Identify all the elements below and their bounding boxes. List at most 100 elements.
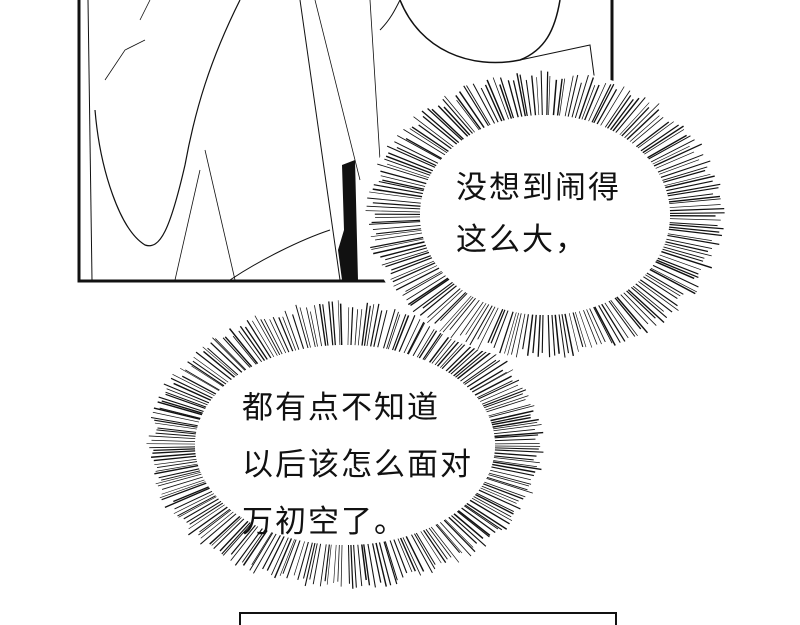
spike-line	[589, 308, 606, 343]
spike-line	[481, 387, 523, 405]
spike-line	[564, 75, 574, 117]
spike-line	[370, 229, 422, 238]
spike-line	[435, 524, 461, 553]
spike-line	[159, 481, 206, 499]
spike-line	[493, 428, 535, 435]
burst-bubble-2	[145, 300, 545, 590]
spike-line	[377, 163, 429, 181]
spike-line	[490, 469, 531, 481]
spike-line	[499, 84, 513, 119]
spike-line	[437, 105, 469, 137]
spike-line	[662, 166, 708, 181]
bottom-panel-edge	[239, 612, 617, 625]
spike-line	[413, 533, 436, 570]
spike-line	[442, 296, 474, 333]
spike-line	[481, 485, 519, 502]
spike-line	[422, 283, 455, 309]
spike-line	[402, 272, 443, 296]
spike-line	[460, 353, 498, 382]
spike-line	[292, 314, 305, 350]
spike-line	[598, 305, 621, 343]
spike-line	[370, 303, 380, 347]
spike-line	[367, 543, 376, 588]
spike-line	[465, 303, 487, 335]
spike-line	[266, 536, 285, 571]
spike-line	[578, 77, 595, 120]
spike-line	[428, 527, 452, 558]
spike-line	[274, 538, 293, 579]
spike-line	[443, 519, 476, 553]
spike-line	[339, 303, 343, 346]
spike-line	[540, 70, 543, 116]
spike-line	[476, 492, 514, 513]
spike-line	[512, 80, 523, 117]
spike-line	[519, 74, 528, 117]
spike-line	[394, 141, 439, 164]
spike-line	[615, 97, 646, 133]
spike-line	[199, 508, 231, 533]
spike-line	[516, 73, 527, 117]
spike-line	[490, 410, 534, 422]
spike-line	[361, 302, 369, 346]
spike-line	[571, 82, 582, 118]
spike-line	[153, 448, 196, 452]
spike-line	[559, 78, 566, 116]
spike-line	[645, 274, 681, 297]
spike-line	[664, 243, 712, 257]
spike-line	[357, 544, 363, 587]
spike-line	[384, 158, 431, 176]
spike-line	[581, 85, 596, 120]
spike-line	[312, 543, 322, 585]
spike-line	[477, 307, 499, 350]
spike-line	[372, 202, 421, 207]
spike-line	[494, 431, 544, 438]
spike-line	[469, 499, 510, 525]
spike-line	[564, 313, 575, 357]
spike-line	[396, 135, 442, 160]
spike-line	[486, 477, 533, 494]
spike-line	[422, 115, 458, 145]
spike-line	[596, 89, 618, 125]
spike-line	[492, 421, 538, 430]
spike-line	[153, 455, 197, 462]
spike-line	[653, 143, 703, 167]
spike-line	[333, 544, 337, 583]
spike-line	[262, 534, 281, 570]
spike-line	[639, 279, 678, 307]
spike-line	[158, 396, 204, 413]
spike-line	[511, 313, 522, 355]
spike-line	[642, 125, 684, 154]
spike-line	[213, 518, 245, 550]
spike-line	[459, 301, 484, 336]
spike-line	[652, 264, 699, 288]
spike-line	[416, 324, 438, 358]
spike-line	[648, 135, 691, 160]
spike-line	[480, 487, 517, 504]
spike-line	[593, 306, 613, 344]
spike-line	[525, 79, 532, 116]
spike-line	[193, 356, 229, 383]
spike-line	[380, 170, 427, 185]
spike-line	[386, 163, 430, 179]
spike-line	[664, 173, 711, 187]
spike-line	[163, 383, 210, 404]
spike-line	[391, 255, 432, 271]
spike-line	[436, 523, 463, 554]
spike-line	[409, 128, 448, 154]
spike-line	[471, 497, 513, 522]
spike-line	[667, 233, 712, 242]
spike-line	[556, 78, 563, 116]
spike-line	[411, 534, 433, 574]
spike-line	[663, 246, 705, 259]
spike-line	[485, 395, 529, 411]
spike-line	[350, 307, 354, 346]
spike-line	[551, 314, 556, 356]
spike-line	[189, 502, 224, 525]
spike-line	[164, 487, 210, 508]
spike-line	[632, 285, 664, 312]
spike-line	[665, 241, 709, 253]
spike-line	[337, 544, 340, 582]
spike-line	[612, 97, 640, 132]
spike-line	[177, 495, 216, 517]
spike-line	[507, 312, 520, 356]
